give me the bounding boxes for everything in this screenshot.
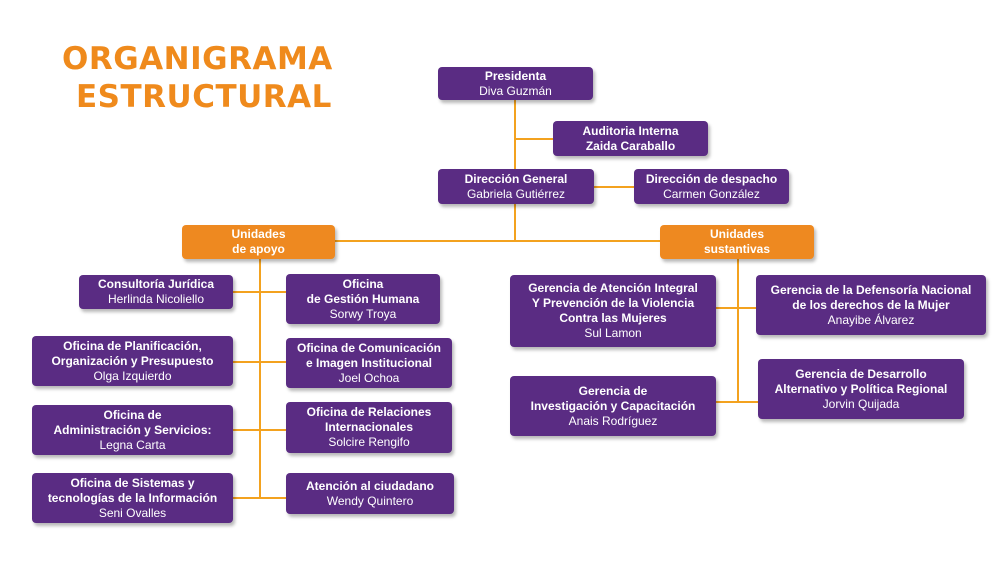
connector-planificacion: [233, 361, 287, 363]
node-line2: de los derechos de la Mujer: [792, 297, 950, 312]
node-line1: Gerencia de la Defensoría Nacional: [770, 282, 972, 297]
node-name: Anayibe Álvarez: [827, 312, 915, 327]
connector-gerencias-bottom: [716, 401, 760, 403]
node-line2: Alternativo y Política Regional: [774, 381, 948, 396]
node-line1: Oficina de: [103, 407, 162, 422]
node-oficina-comunicacion: Oficina de Comunicación e Imagen Institu…: [286, 338, 452, 388]
node-line1: Gerencia de: [578, 383, 648, 398]
node-unidades-sustantivas: Unidades sustantivas: [660, 225, 814, 259]
node-name: Diva Guzmán: [479, 83, 552, 98]
node-line1: Unidades: [709, 227, 764, 241]
node-gerencia-investigacion: Gerencia de Investigación y Capacitación…: [510, 376, 716, 436]
node-name: Sul Lamon: [584, 326, 642, 340]
node-line2: Administración y Servicios:: [53, 422, 212, 437]
connector-auditoria: [515, 138, 555, 140]
node-auditoria-interna: Auditoria Interna Zaida Caraballo: [553, 121, 708, 156]
node-line2: tecnologías de la Información: [47, 490, 218, 505]
node-gerencia-desarrollo: Gerencia de Desarrollo Alternativo y Pol…: [758, 359, 964, 419]
node-gerencia-defensoria: Gerencia de la Defensoría Nacional de lo…: [756, 275, 986, 335]
node-name: Jorvin Quijada: [822, 396, 900, 411]
node-oficina-administracion: Oficina de Administración y Servicios: L…: [32, 405, 233, 455]
node-oficina-sistemas: Oficina de Sistemas y tecnologías de la …: [32, 473, 233, 523]
node-atencion-ciudadano: Atención al ciudadano Wendy Quintero: [286, 473, 454, 514]
node-oficina-gestion-humana: Oficina de Gestión Humana Sorwy Troya: [286, 274, 440, 324]
node-line1: Oficina de Relaciones: [306, 405, 432, 419]
node-line2: Y Prevención de la Violencia: [531, 296, 695, 310]
node-line1: Oficina de Comunicación: [296, 340, 442, 355]
node-line2: de Gestión Humana: [306, 291, 420, 306]
connector-sustantivas-vertical: [737, 258, 739, 402]
connector-administracion: [233, 429, 287, 431]
node-line1: Oficina de Sistemas y: [70, 475, 195, 490]
node-name: Carmen González: [663, 186, 760, 201]
node-line1: Gerencia de Atención Integral: [528, 281, 698, 295]
node-gerencia-atencion-integral: Gerencia de Atención Integral Y Prevenci…: [510, 275, 716, 347]
connector-consultoria: [233, 291, 287, 293]
connector-gerencias-top: [716, 307, 758, 309]
node-title: Dirección de despacho: [645, 171, 778, 186]
node-unidades-apoyo: Unidades de apoyo: [182, 225, 335, 259]
node-line1: Unidades: [231, 227, 286, 241]
node-name: Legna Carta: [99, 437, 166, 452]
node-name: Solcire Rengifo: [328, 435, 410, 449]
node-line2: Internacionales: [324, 420, 414, 434]
node-title: Presidenta: [484, 68, 547, 83]
node-name: Seni Ovalles: [98, 505, 167, 520]
node-oficina-planificacion: Oficina de Planificación, Organización y…: [32, 336, 233, 386]
node-line1: Gerencia de Desarrollo: [795, 366, 927, 381]
node-name: Joel Ochoa: [338, 370, 400, 385]
node-consultoria-juridica: Consultoría Jurídica Herlinda Nicoliello: [79, 275, 233, 309]
node-name: Zaida Caraballo: [585, 138, 676, 153]
connector-sistemas: [233, 497, 287, 499]
connector-despacho: [594, 186, 636, 188]
chart-title-line1: ORGANIGRAMA: [62, 41, 333, 77]
node-line1: Oficina de Planificación,: [63, 338, 202, 353]
node-line2: sustantivas: [703, 242, 771, 256]
node-name: Gabriela Gutiérrez: [466, 186, 566, 201]
node-name: Olga Izquierdo: [93, 368, 172, 383]
node-title: Atención al ciudadano: [305, 478, 434, 493]
node-presidenta: Presidenta Diva Guzmán: [438, 67, 593, 100]
node-line2: Investigación y Capacitación: [530, 398, 696, 413]
node-name: Herlinda Nicoliello: [107, 292, 205, 306]
node-direccion-general: Dirección General Gabriela Gutiérrez: [438, 169, 594, 204]
node-name: Anais Rodríguez: [568, 413, 658, 428]
node-name: Wendy Quintero: [326, 493, 414, 508]
node-direccion-despacho: Dirección de despacho Carmen González: [634, 169, 789, 204]
chart-title: ORGANIGRAMA ESTRUCTURAL: [62, 40, 333, 116]
connector-apoyo-vertical: [259, 258, 261, 498]
node-oficina-relaciones: Oficina de Relaciones Internacionales So…: [286, 402, 452, 453]
node-title: Auditoria Interna: [582, 123, 679, 138]
node-line1: Oficina: [342, 276, 384, 291]
node-title: Dirección General: [464, 171, 568, 186]
node-line2: Organización y Presupuesto: [51, 353, 214, 368]
node-name: Sorwy Troya: [329, 306, 397, 321]
node-line2: e Imagen Institucional: [305, 355, 433, 370]
connector-horizontal-units: [330, 240, 662, 242]
chart-title-line2: ESTRUCTURAL: [76, 79, 332, 115]
node-title: Consultoría Jurídica: [97, 277, 215, 291]
node-line3: Contra las Mujeres: [559, 311, 667, 325]
node-line2: de apoyo: [232, 242, 285, 256]
